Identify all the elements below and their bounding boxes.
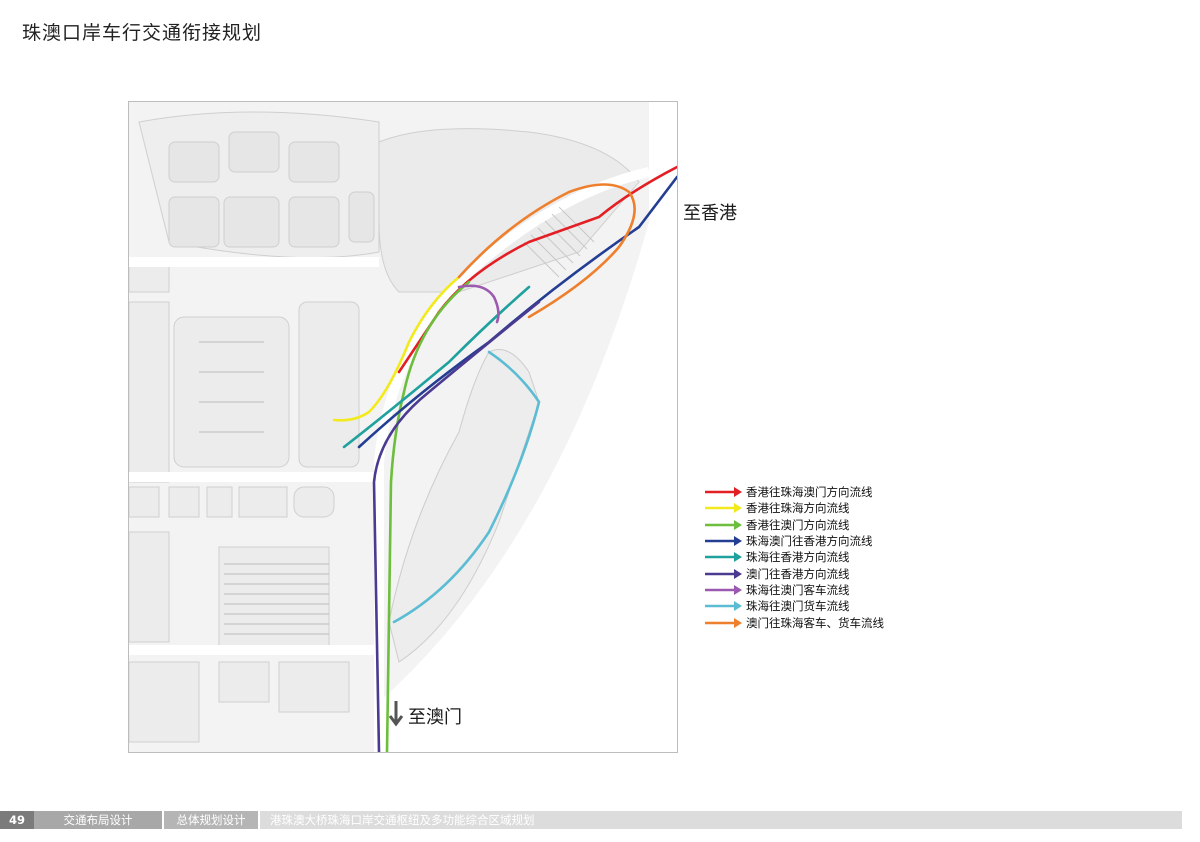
flow-line-teal: [342, 285, 531, 449]
legend-arrow-icon: [705, 552, 742, 563]
legend-label: 珠海往澳门货车流线: [746, 599, 850, 614]
flow-line-green: [385, 280, 471, 752]
legend-item: 珠海往香港方向流线: [704, 549, 884, 565]
legend-item: 珠海往澳门货车流线: [704, 598, 884, 614]
legend-label: 珠海往澳门客车流线: [746, 582, 850, 597]
legend-item: 香港往珠海方向流线: [704, 500, 884, 516]
page-title: 珠澳口岸车行交通衔接规划: [22, 22, 263, 44]
legend-item: 香港往澳门方向流线: [704, 517, 884, 533]
flow-line-lightblue: [392, 350, 541, 624]
legend-label: 香港往珠海澳门方向流线: [746, 485, 873, 500]
legend-arrow-icon: [705, 519, 742, 530]
legend-label: 珠海澳门往香港方向流线: [746, 534, 873, 549]
legend-item: 澳门往香港方向流线: [704, 565, 884, 581]
legend-arrow-icon: [705, 536, 742, 547]
legend-label: 澳门往珠海客车、货车流线: [746, 615, 884, 630]
page-number: 49: [0, 811, 34, 829]
to-macau-label: 至澳门: [408, 707, 462, 728]
legend-label: 澳门往香港方向流线: [746, 566, 850, 581]
legend-arrow-icon: [705, 568, 742, 579]
flow-line-yellow: [332, 275, 461, 422]
legend-item: 珠海澳门往香港方向流线: [704, 533, 884, 549]
legend-label: 香港往澳门方向流线: [746, 517, 850, 532]
arrow-down-icon: [388, 701, 404, 727]
legend-arrow-icon: [705, 503, 742, 514]
flow-line-indigo: [372, 300, 541, 752]
legend-item: 澳门往珠海客车、货车流线: [704, 614, 884, 630]
footer-bar: 49 交通布局设计 总体规划设计 港珠澳大桥珠海口岸交通枢纽及多功能综合区域规划: [0, 811, 1182, 829]
flow-line-magenta: [457, 284, 500, 324]
footer-section-2: 总体规划设计: [164, 811, 258, 829]
legend-arrow-icon: [705, 601, 742, 612]
legend-label: 珠海往香港方向流线: [746, 550, 850, 565]
site-plan-map: [128, 101, 678, 753]
to-hongkong-label: 至香港: [683, 203, 737, 224]
legend-arrow-icon: [705, 487, 742, 498]
legend-label: 香港往珠海方向流线: [746, 501, 850, 516]
legend: 香港往珠海澳门方向流线 香港往珠海方向流线 香港往澳门方向流线 珠海澳门往香港方…: [704, 484, 884, 631]
footer-project-title: 港珠澳大桥珠海口岸交通枢纽及多功能综合区域规划: [260, 811, 1182, 829]
legend-arrow-icon: [705, 584, 742, 595]
legend-item: 香港往珠海澳门方向流线: [704, 484, 884, 500]
site-plan-svg: [129, 102, 677, 752]
footer-section-1: 交通布局设计: [34, 811, 162, 829]
flow-line-orange: [457, 183, 636, 319]
legend-arrow-icon: [705, 617, 742, 628]
legend-item: 珠海往澳门客车流线: [704, 582, 884, 598]
